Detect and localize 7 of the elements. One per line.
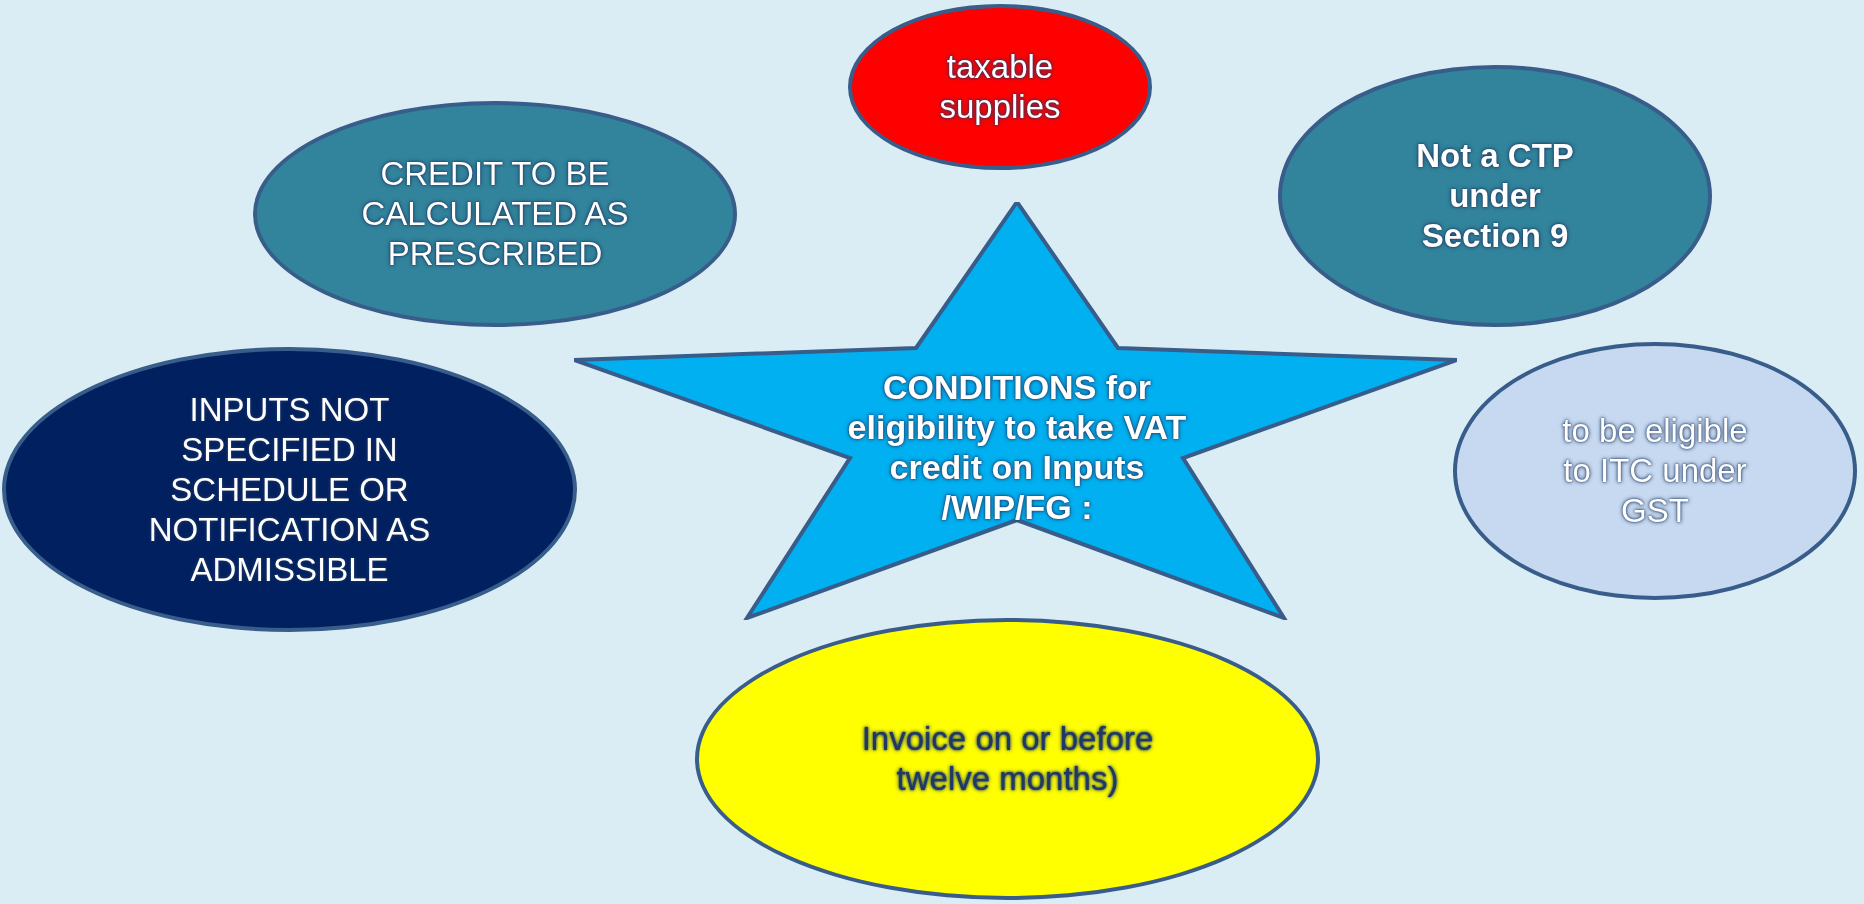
ellipse-label: Not a CTP under Section 9: [1415, 136, 1575, 256]
ellipse-label: to be eligible to ITC under GST: [1561, 411, 1749, 531]
star-label: CONDITIONS for eligibility to take VAT credit on Inputs /WIP/FG :: [847, 367, 1187, 527]
ellipse-label: Invoice on or before twelve months): [860, 719, 1155, 799]
ellipse-label: taxable supplies: [938, 47, 1062, 127]
ellipse-label: CREDIT TO BE CALCULATED AS PRESCRIBED: [360, 154, 630, 274]
ellipse-label: INPUTS NOT SPECIFIED IN SCHEDULE OR NOTIFICATION AS ADMISSIBLE: [147, 389, 432, 590]
